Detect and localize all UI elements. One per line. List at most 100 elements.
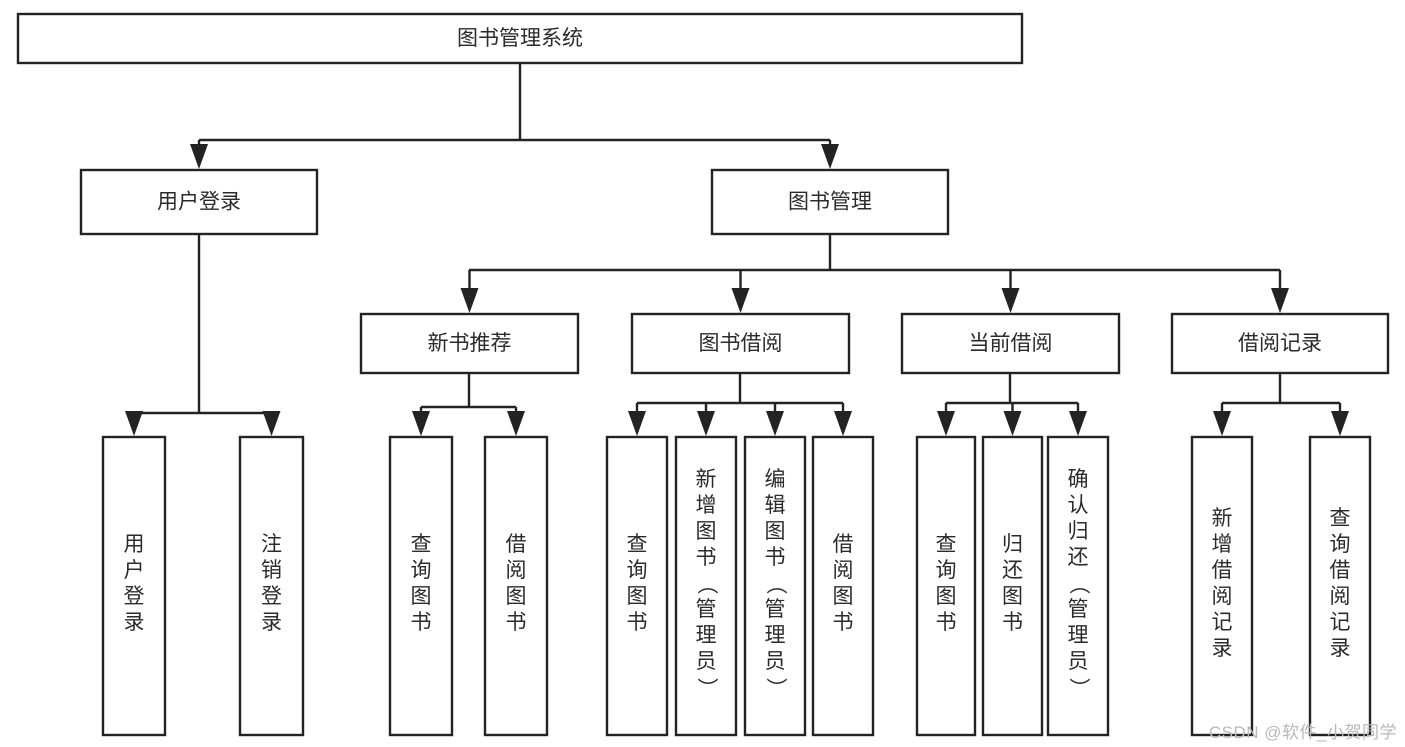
svg-text:书: 书 bbox=[1002, 611, 1023, 634]
node-l3-new-book[interactable]: 新书推荐 bbox=[359, 312, 580, 375]
node-l3-records[interactable]: 借阅记录 bbox=[1170, 312, 1390, 375]
svg-text:阅: 阅 bbox=[1212, 585, 1233, 608]
svg-text:录: 录 bbox=[124, 611, 145, 634]
svg-text:（: （ bbox=[764, 574, 787, 595]
node-leaf-user-login[interactable]: 用户登录 bbox=[101, 435, 167, 737]
svg-text:借: 借 bbox=[833, 533, 854, 556]
svg-text:查: 查 bbox=[1330, 507, 1351, 530]
svg-text:录: 录 bbox=[1330, 637, 1351, 660]
svg-text:编: 编 bbox=[765, 468, 786, 491]
svg-text:（: （ bbox=[695, 574, 718, 595]
root-bus bbox=[199, 63, 830, 142]
book-manage-bus bbox=[469, 234, 1280, 272]
connector-layer bbox=[125, 63, 1349, 436]
node-layer: 图书管理系统用户登录图书管理新书推荐图书借阅当前借阅借阅记录用户登录注销登录查询… bbox=[16, 12, 1390, 737]
edge-l3_current-to-leaf_cur_return bbox=[1003, 403, 1022, 436]
node-label: 新书推荐 bbox=[428, 332, 512, 355]
svg-text:询: 询 bbox=[1330, 533, 1351, 556]
edge-l3_borrow-to-leaf_bw_edit bbox=[766, 403, 784, 436]
svg-text:员: 员 bbox=[1068, 650, 1089, 673]
node-root[interactable]: 图书管理系统 bbox=[16, 12, 1024, 65]
node-label: 用户登录 bbox=[124, 533, 145, 634]
svg-text:图: 图 bbox=[833, 585, 854, 608]
edge-l3_borrow-to-leaf_bw_borrow bbox=[834, 403, 852, 436]
svg-text:询: 询 bbox=[627, 559, 648, 582]
svg-text:录: 录 bbox=[261, 611, 282, 634]
svg-text:还: 还 bbox=[1068, 546, 1089, 569]
node-l2-book-manage[interactable]: 图书管理 bbox=[710, 168, 950, 236]
svg-text:询: 询 bbox=[411, 559, 432, 582]
svg-text:登: 登 bbox=[261, 585, 282, 608]
svg-text:理: 理 bbox=[765, 624, 786, 647]
svg-text:录: 录 bbox=[1212, 637, 1233, 660]
svg-text:管: 管 bbox=[765, 598, 786, 621]
svg-text:增: 增 bbox=[1212, 533, 1233, 556]
edge-l3_records-to-leaf_rec_query bbox=[1331, 403, 1349, 436]
svg-text:记: 记 bbox=[1330, 611, 1351, 634]
svg-text:借: 借 bbox=[506, 533, 527, 556]
edge-l2_book_manage-to-l3_records bbox=[1271, 270, 1289, 313]
svg-text:新: 新 bbox=[696, 468, 717, 491]
node-l2-user-login[interactable]: 用户登录 bbox=[79, 168, 319, 236]
svg-text:注: 注 bbox=[261, 533, 282, 556]
svg-text:销: 销 bbox=[261, 559, 282, 582]
svg-text:）: ） bbox=[764, 678, 787, 699]
svg-text:阅: 阅 bbox=[1330, 585, 1351, 608]
svg-text:书: 书 bbox=[411, 611, 432, 634]
svg-text:还: 还 bbox=[1002, 559, 1023, 582]
edge-l3_current-to-leaf_cur_confirm bbox=[1069, 403, 1087, 436]
svg-text:）: ） bbox=[1067, 678, 1090, 699]
svg-text:员: 员 bbox=[765, 650, 786, 673]
svg-text:查: 查 bbox=[936, 533, 957, 556]
svg-text:图: 图 bbox=[1002, 585, 1023, 608]
svg-text:书: 书 bbox=[936, 611, 957, 634]
svg-text:）: ） bbox=[695, 678, 718, 699]
svg-text:（: （ bbox=[1067, 574, 1090, 595]
node-l3-borrow[interactable]: 图书借阅 bbox=[630, 312, 851, 375]
svg-text:增: 增 bbox=[696, 494, 717, 517]
svg-text:书: 书 bbox=[627, 611, 648, 634]
svg-text:新: 新 bbox=[1212, 507, 1233, 530]
svg-text:登: 登 bbox=[124, 585, 145, 608]
svg-text:管: 管 bbox=[696, 598, 717, 621]
svg-text:管: 管 bbox=[1068, 598, 1089, 621]
edge-l2_user_login-to-leaf_user_logout bbox=[262, 411, 281, 436]
svg-text:书: 书 bbox=[833, 611, 854, 634]
svg-text:书: 书 bbox=[765, 546, 786, 569]
svg-text:书: 书 bbox=[506, 611, 527, 634]
svg-text:记: 记 bbox=[1212, 611, 1233, 634]
node-label: 图书借阅 bbox=[699, 332, 783, 355]
edge-l3_borrow-to-leaf_bw_add bbox=[697, 403, 715, 436]
borrow-bus bbox=[637, 373, 843, 405]
edge-l2_user_login-to-leaf_user_login bbox=[125, 411, 143, 436]
new-book-bus bbox=[421, 373, 516, 409]
svg-text:归: 归 bbox=[1068, 520, 1089, 543]
node-l3-current[interactable]: 当前借阅 bbox=[900, 312, 1121, 375]
edge-root-to-l2_book_manage bbox=[821, 140, 839, 169]
svg-text:图: 图 bbox=[627, 585, 648, 608]
svg-text:图: 图 bbox=[936, 585, 957, 608]
edge-l3_borrow-to-leaf_bw_query bbox=[628, 403, 646, 436]
edge-root-to-l2_user_login bbox=[190, 140, 208, 169]
user-login-bus bbox=[134, 234, 271, 415]
